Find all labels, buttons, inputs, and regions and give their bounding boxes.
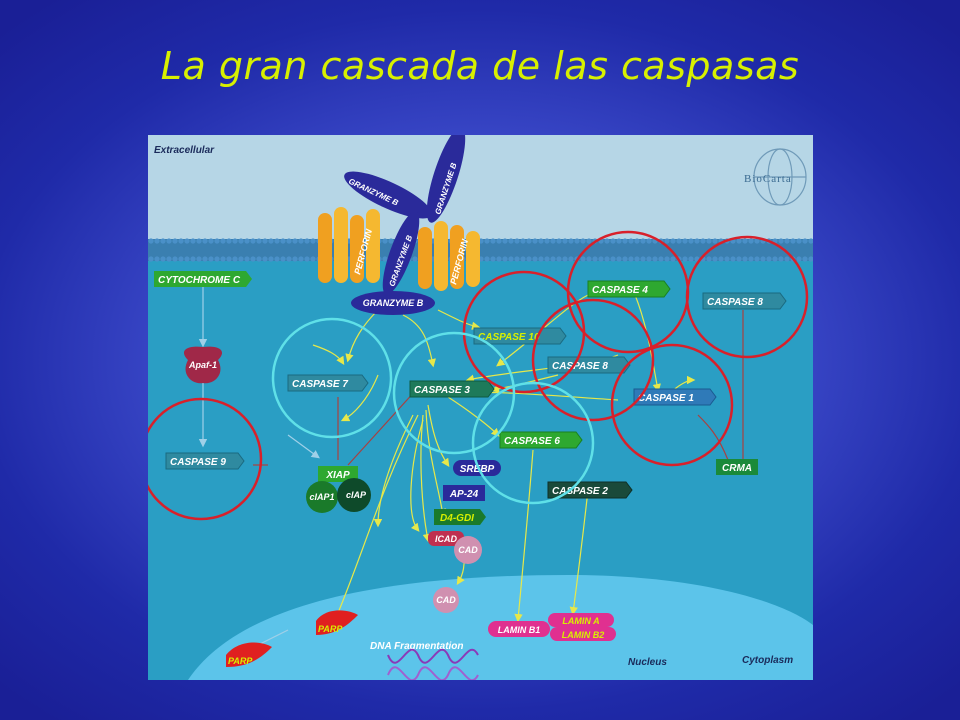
svg-text:CRMA: CRMA: [722, 463, 752, 474]
svg-text:CASPASE 6: CASPASE 6: [504, 436, 560, 447]
red-highlight-circle-caspase9: [148, 397, 263, 521]
apaf1: Apaf-1: [183, 346, 223, 384]
caspase-8-mid: CASPASE 8: [547, 356, 631, 374]
svg-text:LAMIN B1: LAMIN B1: [498, 625, 541, 635]
biocarta-logo: BioCarta: [744, 148, 807, 206]
inhibition-lines: [253, 310, 744, 466]
extracellular-region: [148, 135, 813, 243]
svg-text:CASPASE 10: CASPASE 10: [478, 332, 540, 343]
svg-text:BioCarta: BioCarta: [744, 173, 792, 185]
svg-text:CASPASE 8: CASPASE 8: [707, 297, 763, 308]
caspase-4: CASPASE 4: [587, 280, 671, 298]
svg-text:LAMIN A: LAMIN A: [562, 616, 599, 626]
cyan-highlight-circle-caspase7: [271, 317, 393, 439]
cyan-highlight-circle-caspase3: [392, 331, 516, 455]
cell-membrane: [148, 238, 813, 262]
svg-text:ICAD: ICAD: [435, 534, 457, 544]
svg-text:CASPASE 3: CASPASE 3: [414, 385, 470, 396]
cytochrome-c: CYTOCHROME C: [154, 271, 252, 287]
cad-bound: CAD: [454, 536, 482, 564]
lamin-a: LAMIN A: [548, 613, 614, 627]
red-highlight-circle-caspase8-right: [685, 235, 809, 359]
cyan-highlight-circle-caspase6: [471, 381, 595, 505]
ciap: cIAP: [337, 478, 371, 512]
caspase-6: CASPASE 6: [499, 431, 583, 449]
svg-text:PARP: PARP: [228, 656, 253, 666]
cad-free: CAD: [433, 587, 459, 613]
d4-gdi: D4-GDI: [434, 509, 486, 525]
srebp: SREBP: [453, 460, 501, 476]
svg-text:XIAP: XIAP: [325, 470, 350, 481]
ap-24: AP-24: [443, 485, 485, 501]
ciap1: cIAP1: [306, 481, 338, 513]
caspase-10: CASPASE 10: [473, 327, 567, 345]
svg-text:CASPASE 9: CASPASE 9: [170, 457, 226, 468]
svg-text:LAMIN B2: LAMIN B2: [562, 630, 605, 640]
svg-text:CASPASE 2: CASPASE 2: [552, 486, 608, 497]
svg-text:CYTOCHROME C: CYTOCHROME C: [158, 275, 241, 286]
granzyme-b-bottom: GRANZYME B: [351, 291, 435, 315]
svg-text:cIAP: cIAP: [346, 490, 367, 500]
caspase-9: CASPASE 9: [165, 452, 245, 470]
svg-text:PARP: PARP: [318, 624, 343, 634]
crma: CRMA: [716, 459, 758, 475]
lamin-b2: LAMIN B2: [550, 627, 616, 641]
slide-title: La gran cascada de las caspasas: [160, 44, 800, 88]
svg-text:CASPASE 7: CASPASE 7: [292, 379, 348, 390]
xiap: XIAP: [318, 466, 358, 482]
perforin-left: PERFORIN: [318, 207, 380, 283]
svg-text:GRANZYME B: GRANZYME B: [363, 298, 424, 308]
caspase-cascade-diagram: Extracellular Nucleus Cytoplasm BioCarta: [148, 135, 813, 680]
svg-text:D4-GDI: D4-GDI: [440, 513, 474, 524]
caspase-7: CASPASE 7: [287, 374, 369, 392]
caspase-1: CASPASE 1: [633, 388, 717, 406]
svg-text:CASPASE 8: CASPASE 8: [552, 361, 608, 372]
parp-cleaved-upper: PARP: [316, 610, 358, 635]
svg-text:CASPASE 1: CASPASE 1: [638, 393, 694, 404]
svg-text:Apaf-1: Apaf-1: [188, 360, 217, 370]
svg-text:AP-24: AP-24: [449, 489, 479, 500]
perforin-right: PERFORIN: [418, 221, 480, 291]
svg-text:SREBP: SREBP: [460, 464, 495, 475]
extracellular-label: Extracellular: [154, 145, 215, 156]
caspase-3: CASPASE 3: [409, 380, 495, 398]
svg-text:cIAP1: cIAP1: [309, 492, 334, 502]
dna-fragmentation: DNA Fragmentation: [370, 641, 479, 680]
caspase-2: CASPASE 2: [547, 481, 633, 499]
red-highlight-circle-caspase8-mid: [531, 298, 655, 422]
icad: ICAD: [428, 531, 464, 546]
svg-text:CAD: CAD: [436, 595, 456, 605]
nucleus-label: Nucleus: [628, 657, 667, 668]
svg-text:DNA Fragmentation: DNA Fragmentation: [370, 641, 464, 652]
svg-text:CAD: CAD: [458, 545, 478, 555]
cytoplasm-label: Cytoplasm: [742, 655, 793, 666]
parp-cleaved-lower: PARP: [226, 642, 272, 667]
lamin-b1: LAMIN B1: [488, 621, 550, 637]
red-highlight-circle-caspase1: [610, 343, 734, 467]
svg-text:CASPASE 4: CASPASE 4: [592, 285, 648, 296]
caspase-8-right: CASPASE 8: [702, 292, 787, 310]
